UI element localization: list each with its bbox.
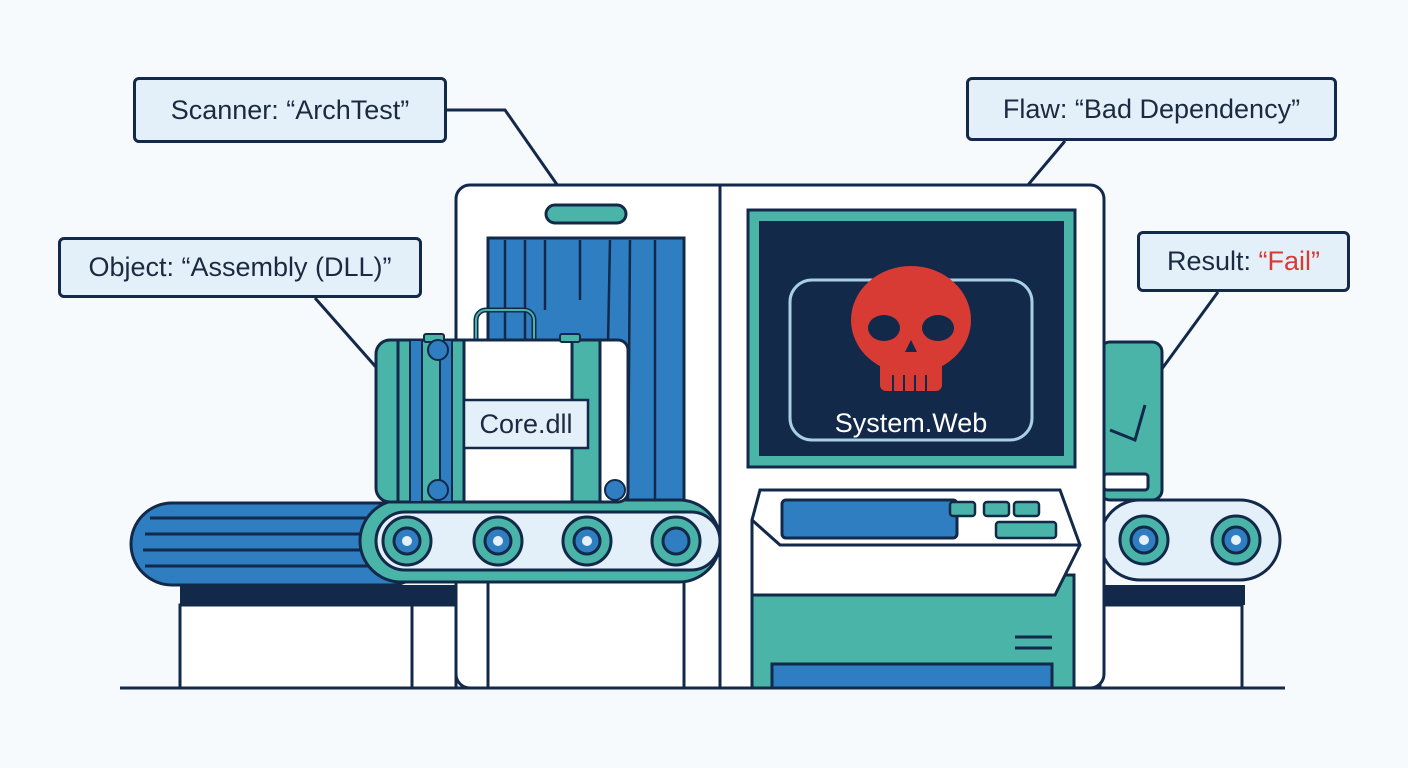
right-conveyor-base — [1098, 498, 1282, 690]
inner-conveyor-belt — [358, 498, 722, 584]
xray-monitor: System.Web — [746, 208, 1077, 469]
suitcase-icon: Core.dll — [374, 307, 630, 504]
monitor-label: System.Web — [835, 408, 988, 438]
console-button-4 — [994, 520, 1058, 540]
object-callout: Object: “Assembly (DLL)” — [58, 237, 422, 298]
flaw-callout: Flaw: “Bad Dependency” — [966, 77, 1337, 141]
skull-icon — [851, 266, 971, 391]
console-button-1 — [948, 500, 977, 518]
console-screen — [780, 498, 959, 540]
result-callout-value: “Fail” — [1258, 246, 1321, 276]
result-callout: Result: “Fail” — [1137, 231, 1350, 292]
object-callout-text: Object: “Assembly (DLL)” — [88, 252, 392, 282]
result-callout-label: Result: — [1166, 246, 1259, 276]
control-console — [750, 488, 1082, 690]
scanner-leader — [447, 108, 560, 187]
top-handle — [544, 203, 628, 225]
flaw-callout-text: Flaw: “Bad Dependency” — [1002, 93, 1301, 124]
console-button-2 — [982, 500, 1011, 518]
console-button-3 — [1012, 500, 1041, 518]
scanner-callout-text: Scanner: “ArchTest” — [170, 94, 410, 125]
right-exit-tunnel — [1098, 340, 1164, 502]
belt-rollers — [381, 515, 702, 567]
suitcase-label: Core.dll — [479, 409, 572, 439]
scanner-callout: Scanner: “ArchTest” — [133, 77, 447, 143]
